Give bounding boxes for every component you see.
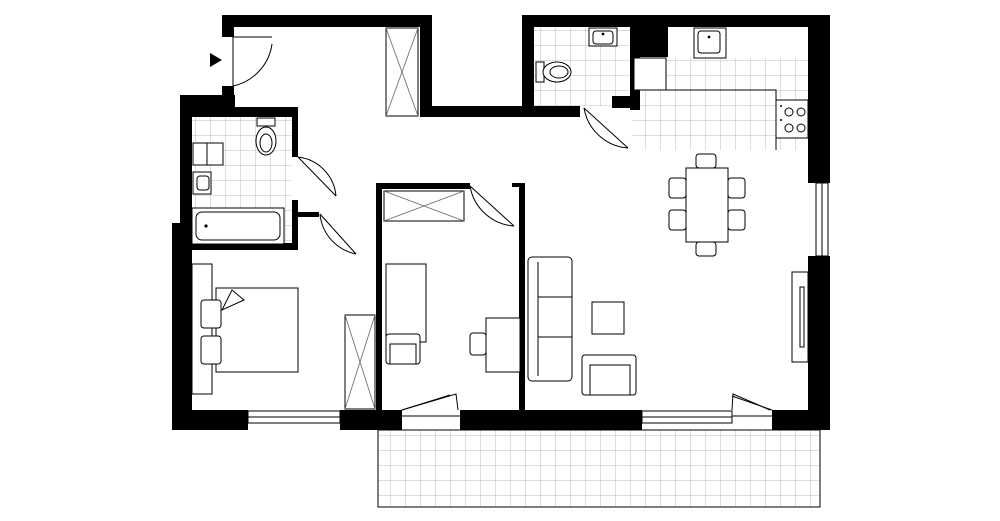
wall-wc-bottom bbox=[612, 96, 638, 108]
wall-top-kitchen bbox=[522, 15, 830, 27]
stove bbox=[775, 99, 809, 139]
wall-left-notch bbox=[180, 95, 235, 107]
armchair bbox=[581, 354, 637, 396]
bathroom-fixtures bbox=[191, 117, 285, 245]
entrance-arrow-icon bbox=[210, 53, 222, 67]
door-middle-room bbox=[469, 185, 515, 227]
window-bedroom bbox=[247, 410, 341, 424]
fridge bbox=[633, 57, 667, 91]
bed bbox=[215, 287, 299, 373]
tv-unit bbox=[791, 271, 809, 363]
bedroom-furniture bbox=[191, 263, 299, 395]
kitchen bbox=[632, 27, 809, 150]
balcony-railing bbox=[377, 429, 821, 508]
desk bbox=[385, 263, 427, 343]
wall-kitchen-pillar bbox=[630, 15, 668, 57]
wall-middle-top bbox=[376, 183, 470, 189]
wall-entry-jamb bbox=[222, 86, 234, 106]
door-bedroom bbox=[319, 213, 357, 255]
sofa bbox=[527, 256, 573, 382]
side-desk bbox=[485, 317, 521, 373]
kitchen-sink bbox=[693, 27, 727, 59]
wall-bedroom-top bbox=[297, 212, 319, 217]
living-room-furniture bbox=[527, 256, 809, 396]
chair bbox=[668, 177, 687, 199]
wardrobe-strip bbox=[191, 263, 213, 395]
door-wc bbox=[583, 107, 629, 149]
wall-hall-right bbox=[420, 15, 432, 117]
coffee-table bbox=[591, 301, 625, 335]
walls bbox=[172, 15, 830, 430]
closet-bedroom bbox=[344, 314, 376, 410]
wall-bath-right-top bbox=[292, 107, 298, 157]
wall-middle-right bbox=[519, 183, 525, 411]
wc-fixtures bbox=[535, 27, 618, 83]
desk-chair bbox=[385, 333, 421, 365]
wall-left-lower bbox=[172, 223, 192, 430]
chair bbox=[727, 177, 746, 199]
washing-machine bbox=[192, 142, 224, 166]
study-furniture bbox=[385, 263, 521, 373]
pillow bbox=[200, 299, 222, 329]
bathroom-toilet bbox=[255, 117, 277, 156]
closets bbox=[344, 27, 465, 410]
wall-bath-top bbox=[180, 107, 297, 117]
wall-bottom-1 bbox=[172, 410, 248, 430]
doors bbox=[210, 36, 773, 417]
closet-hall bbox=[385, 27, 419, 117]
bed-blanket bbox=[220, 289, 245, 312]
dining-set bbox=[668, 153, 746, 257]
chair bbox=[668, 209, 687, 231]
wall-middle-right-cap bbox=[512, 183, 525, 187]
wall-right-lower bbox=[808, 256, 830, 430]
door-balcony-living bbox=[731, 393, 773, 417]
wall-bottom-4 bbox=[772, 410, 830, 430]
chair bbox=[727, 209, 746, 231]
windows bbox=[247, 182, 829, 424]
wall-middle-left bbox=[376, 183, 382, 411]
door-bathroom bbox=[297, 156, 337, 197]
bathtub bbox=[191, 207, 285, 245]
door-entrance bbox=[232, 36, 273, 87]
window-right bbox=[815, 182, 829, 257]
wall-top-hall bbox=[222, 15, 432, 27]
wc-toilet bbox=[535, 61, 572, 83]
wall-left-upper bbox=[180, 95, 192, 225]
wall-bath-right-bottom bbox=[292, 200, 298, 250]
wall-bath-bottom bbox=[180, 243, 298, 250]
wall-bottom-3 bbox=[460, 410, 642, 430]
chair bbox=[695, 241, 717, 257]
wall-hall-bottom bbox=[420, 106, 580, 117]
pillow bbox=[200, 335, 222, 365]
wall-wc-left bbox=[522, 15, 534, 117]
wall-bottom-2 bbox=[340, 410, 402, 430]
side-chair bbox=[469, 332, 487, 356]
balcony-floor bbox=[378, 430, 820, 507]
wc-sink bbox=[588, 27, 618, 47]
bathroom-sink bbox=[192, 171, 212, 195]
closet-middle bbox=[383, 190, 465, 222]
chair bbox=[695, 153, 717, 169]
window-living bbox=[641, 410, 733, 424]
dining-table bbox=[685, 167, 729, 243]
kitchen-floor bbox=[632, 58, 808, 150]
door-balcony-middle bbox=[401, 393, 460, 417]
tiled-floors bbox=[190, 26, 820, 507]
wall-right-upper bbox=[808, 15, 830, 183]
